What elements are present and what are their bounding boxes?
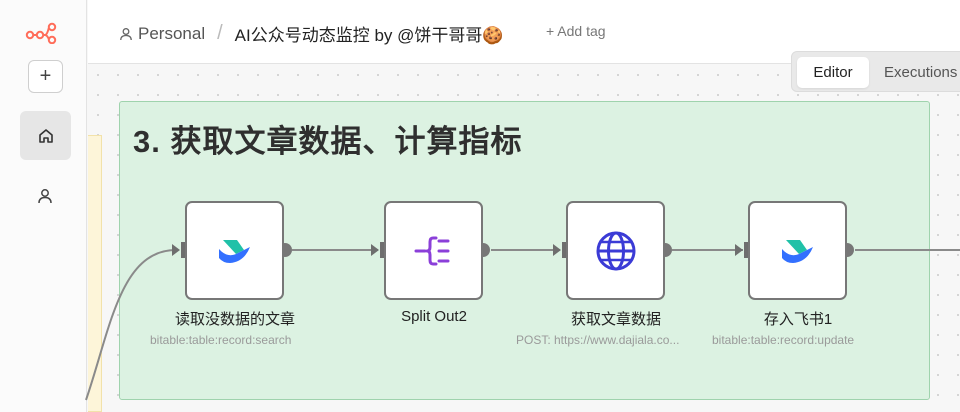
left-sidebar: + bbox=[0, 0, 87, 412]
workflow-title[interactable]: AI公众号动态监控 by @饼干哥哥🍪 bbox=[234, 26, 504, 45]
user-icon bbox=[38, 189, 52, 204]
node-label: Split Out2 bbox=[401, 308, 467, 325]
globe-icon bbox=[596, 231, 635, 270]
tab-editor[interactable]: Editor bbox=[797, 57, 869, 88]
tab-executions[interactable]: Executions bbox=[884, 64, 958, 81]
node-save-feishu[interactable] bbox=[748, 201, 847, 300]
split-out-icon bbox=[414, 236, 449, 265]
sticky-note[interactable] bbox=[88, 135, 102, 412]
node-read-articles[interactable] bbox=[185, 201, 284, 300]
project-link[interactable]: Personal bbox=[138, 23, 206, 43]
node-label: 读取没数据的文章 bbox=[174, 311, 296, 328]
group-title: 3. 获取文章数据、计算指标 bbox=[133, 124, 523, 159]
add-button[interactable]: + bbox=[28, 60, 63, 93]
node-fetch-article-data[interactable] bbox=[566, 201, 665, 300]
n8n-logo-icon[interactable] bbox=[25, 18, 65, 44]
node-label: 存入飞书1 bbox=[763, 311, 833, 328]
add-tag-button[interactable]: + Add tag bbox=[546, 23, 606, 39]
sidebar-item-home[interactable] bbox=[20, 111, 71, 160]
home-icon bbox=[38, 128, 53, 143]
node-subtitle: bitable:table:record:search bbox=[150, 333, 292, 347]
breadcrumb-separator: / bbox=[217, 22, 223, 44]
breadcrumb: Personal / AI公众号动态监控 by @饼干哥哥🍪 bbox=[118, 21, 504, 46]
node-subtitle: POST: https://www.dajiala.co... bbox=[516, 333, 680, 347]
sidebar-item-user[interactable] bbox=[28, 180, 62, 212]
user-icon bbox=[120, 27, 132, 40]
feishu-icon bbox=[781, 239, 813, 263]
node-label: 获取文章数据 bbox=[570, 311, 662, 328]
view-tabs: Editor Executions bbox=[791, 51, 960, 92]
node-subtitle: bitable:table:record:update bbox=[712, 333, 855, 347]
top-header: Personal / AI公众号动态监控 by @饼干哥哥🍪 + Add tag bbox=[88, 0, 960, 64]
feishu-icon bbox=[218, 239, 250, 263]
node-split-out[interactable] bbox=[384, 201, 483, 300]
